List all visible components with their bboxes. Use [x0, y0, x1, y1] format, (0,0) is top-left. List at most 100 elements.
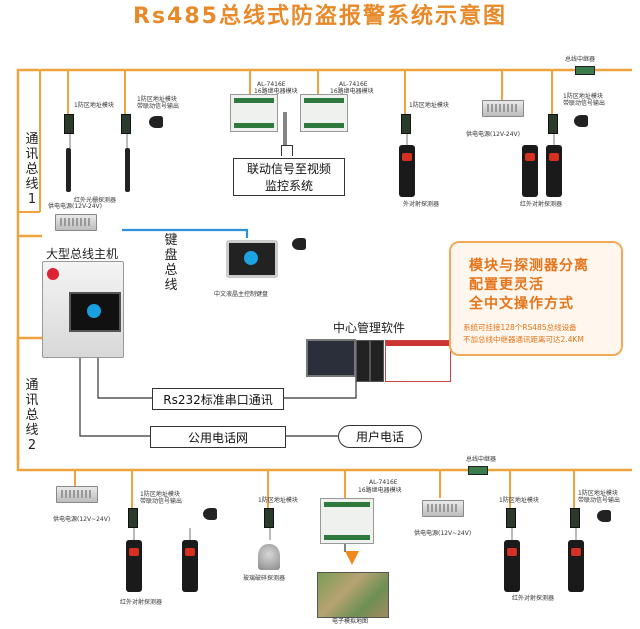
ir-detector-top-label: 红外对射探测器 — [520, 201, 563, 208]
psu-bottom-1-label: 供电电源(12V~24V) — [53, 516, 111, 523]
brand-logo — [47, 268, 59, 280]
beam-detector-post-1 — [66, 148, 71, 192]
board-2-label-a: AL-7416E — [339, 81, 368, 88]
bus1-line — [16, 68, 632, 460]
address-module-b3 — [506, 508, 516, 528]
linkage-signal-box: 联动信号至视频 监控系统 — [233, 158, 345, 196]
module-3-label: 1防区地址模块 — [409, 102, 449, 109]
ir-detector-b-label: 红外对射探测器 — [120, 599, 163, 606]
repeater-top-label: 总线中继器 — [565, 56, 596, 63]
bus2-line — [16, 336, 632, 472]
monitor-icon — [306, 339, 356, 377]
module-b2-label: 1防区地址模块 — [258, 497, 298, 504]
module-b1-label-b: 带联动信号输出 — [140, 498, 183, 505]
lcd-keyboard — [226, 240, 278, 278]
module-4-label-a: 1防区地址模块 — [563, 93, 603, 100]
user-phone-box: 用户电话 — [338, 425, 422, 448]
glass-detector-label: 玻璃破碎探测器 — [243, 575, 286, 582]
software-label: 中心管理软件 — [333, 321, 406, 335]
ir-detector-b2-label: 红外对射探测器 — [512, 595, 555, 602]
power-supply-top-right — [482, 100, 524, 117]
board-b-label-b: 16路继电器模块 — [358, 487, 402, 494]
module-1-label: 1防区地址模块 — [74, 102, 114, 109]
bus2-drops — [74, 470, 575, 512]
relay-board-bottom — [320, 498, 374, 544]
board-b-label-a: AL-7416E — [369, 479, 398, 486]
outer-beam-detector — [399, 145, 415, 197]
feature-note-1: 系统可挂接128个RS485总线设备 — [463, 323, 577, 332]
board-1-label-b: 16路继电器模块 — [254, 88, 298, 95]
feature-line-3: 全中文操作方式 — [469, 296, 574, 312]
module-2-label-b: 带联动信号输出 — [137, 103, 180, 110]
lcd-keyboard-label: 中文液晶主控制键盘 — [214, 291, 269, 298]
address-module-b4 — [570, 508, 580, 528]
rs232-box: Rs232标准串口通讯 — [152, 388, 284, 410]
linkage-line-1: 联动信号至视频 — [246, 162, 331, 176]
ir-beam-detector-b3 — [504, 540, 520, 592]
ir-beam-detector-b4 — [568, 540, 584, 592]
keyboard-bus-line — [122, 228, 249, 238]
siren-icon — [574, 115, 588, 127]
psu-bottom-2-label: 供电电源(12V~24V) — [414, 530, 472, 537]
phone-network-box: 公用电话网 — [150, 426, 286, 448]
glass-break-detector — [258, 544, 280, 570]
board-2-label-b: 16路继电器模块 — [330, 88, 374, 95]
bus1-drops — [18, 70, 553, 213]
repeater-bottom-label: 总线中继器 — [466, 456, 497, 463]
relay-board-1 — [230, 94, 278, 132]
address-module-4 — [548, 114, 558, 134]
bus-repeater-bottom — [468, 466, 488, 475]
linkage-line-2: 监控系统 — [264, 179, 313, 193]
module-2-label-a: 1防区地址模块 — [137, 96, 177, 103]
beam-detector-label: 红外光栅探测器 — [74, 197, 117, 204]
linkage-arrow-icon — [281, 145, 293, 156]
pc-tower-icon — [370, 340, 384, 382]
address-module-b1 — [128, 508, 138, 528]
ir-beam-detector-b2 — [182, 540, 198, 592]
down-arrow-icon — [345, 551, 359, 565]
feature-line-1: 模块与探测器分离 — [469, 258, 589, 274]
bus2-label: 通讯总线2 — [25, 378, 39, 453]
siren-icon — [203, 508, 217, 520]
bus-repeater-top — [575, 66, 595, 75]
outer-detector-label: 外对射探测器 — [403, 201, 440, 208]
ir-beam-detector-b1 — [126, 540, 142, 592]
power-supply-left — [55, 214, 97, 231]
electronic-map — [317, 572, 389, 618]
module-b3-label: 1防区地址模块 — [499, 497, 539, 504]
module-4-label-b: 带联动信号输出 — [563, 100, 606, 107]
host-display — [69, 292, 121, 332]
relay-board-2 — [300, 94, 348, 132]
psu-left-label: 供电电源(12V-24V) — [48, 203, 102, 210]
module-b4-label-a: 1防区地址模块 — [578, 490, 618, 497]
address-module-3 — [401, 114, 411, 134]
address-module-2 — [121, 114, 131, 134]
psu-top-right-label: 供电电源(12V-24V) — [466, 131, 520, 138]
map-label: 电子模拟地图 — [332, 618, 369, 625]
siren-icon — [149, 116, 163, 128]
address-module-1 — [64, 114, 74, 134]
keyboard-bus-label: 键盘总线 — [164, 233, 178, 293]
feature-callout: 模块与探测器分离 配置更灵活 全中文操作方式 系统可挂接128个RS485总线设… — [449, 241, 623, 356]
siren-icon — [292, 238, 306, 250]
siren-icon — [597, 510, 611, 522]
page-title: Rs485总线式防盗报警系统示意图 — [133, 4, 507, 29]
address-module-b2 — [264, 508, 274, 528]
board-1-label-a: AL-7416E — [257, 81, 286, 88]
detector-wires — [69, 132, 577, 540]
pc-tower-icon — [356, 340, 370, 382]
module-b4-label-b: 带联动信号输出 — [578, 497, 621, 504]
bus-host-panel — [42, 261, 124, 358]
beam-detector-post-2 — [125, 148, 130, 192]
feature-line-2: 配置更灵活 — [469, 277, 544, 293]
power-supply-bottom-1 — [56, 486, 98, 503]
ir-beam-detector-top-2 — [546, 145, 562, 197]
power-supply-bottom-2 — [422, 500, 464, 517]
module-b1-label-a: 1防区地址模块 — [140, 491, 180, 498]
software-window — [385, 340, 451, 382]
host-label: 大型总线主机 — [46, 247, 119, 261]
feature-note-2: 不加总线中继器通讯距离可达2.4KM — [463, 335, 584, 344]
bus1-label: 通讯总线1 — [25, 132, 39, 207]
ir-beam-detector-top-1 — [522, 145, 538, 197]
